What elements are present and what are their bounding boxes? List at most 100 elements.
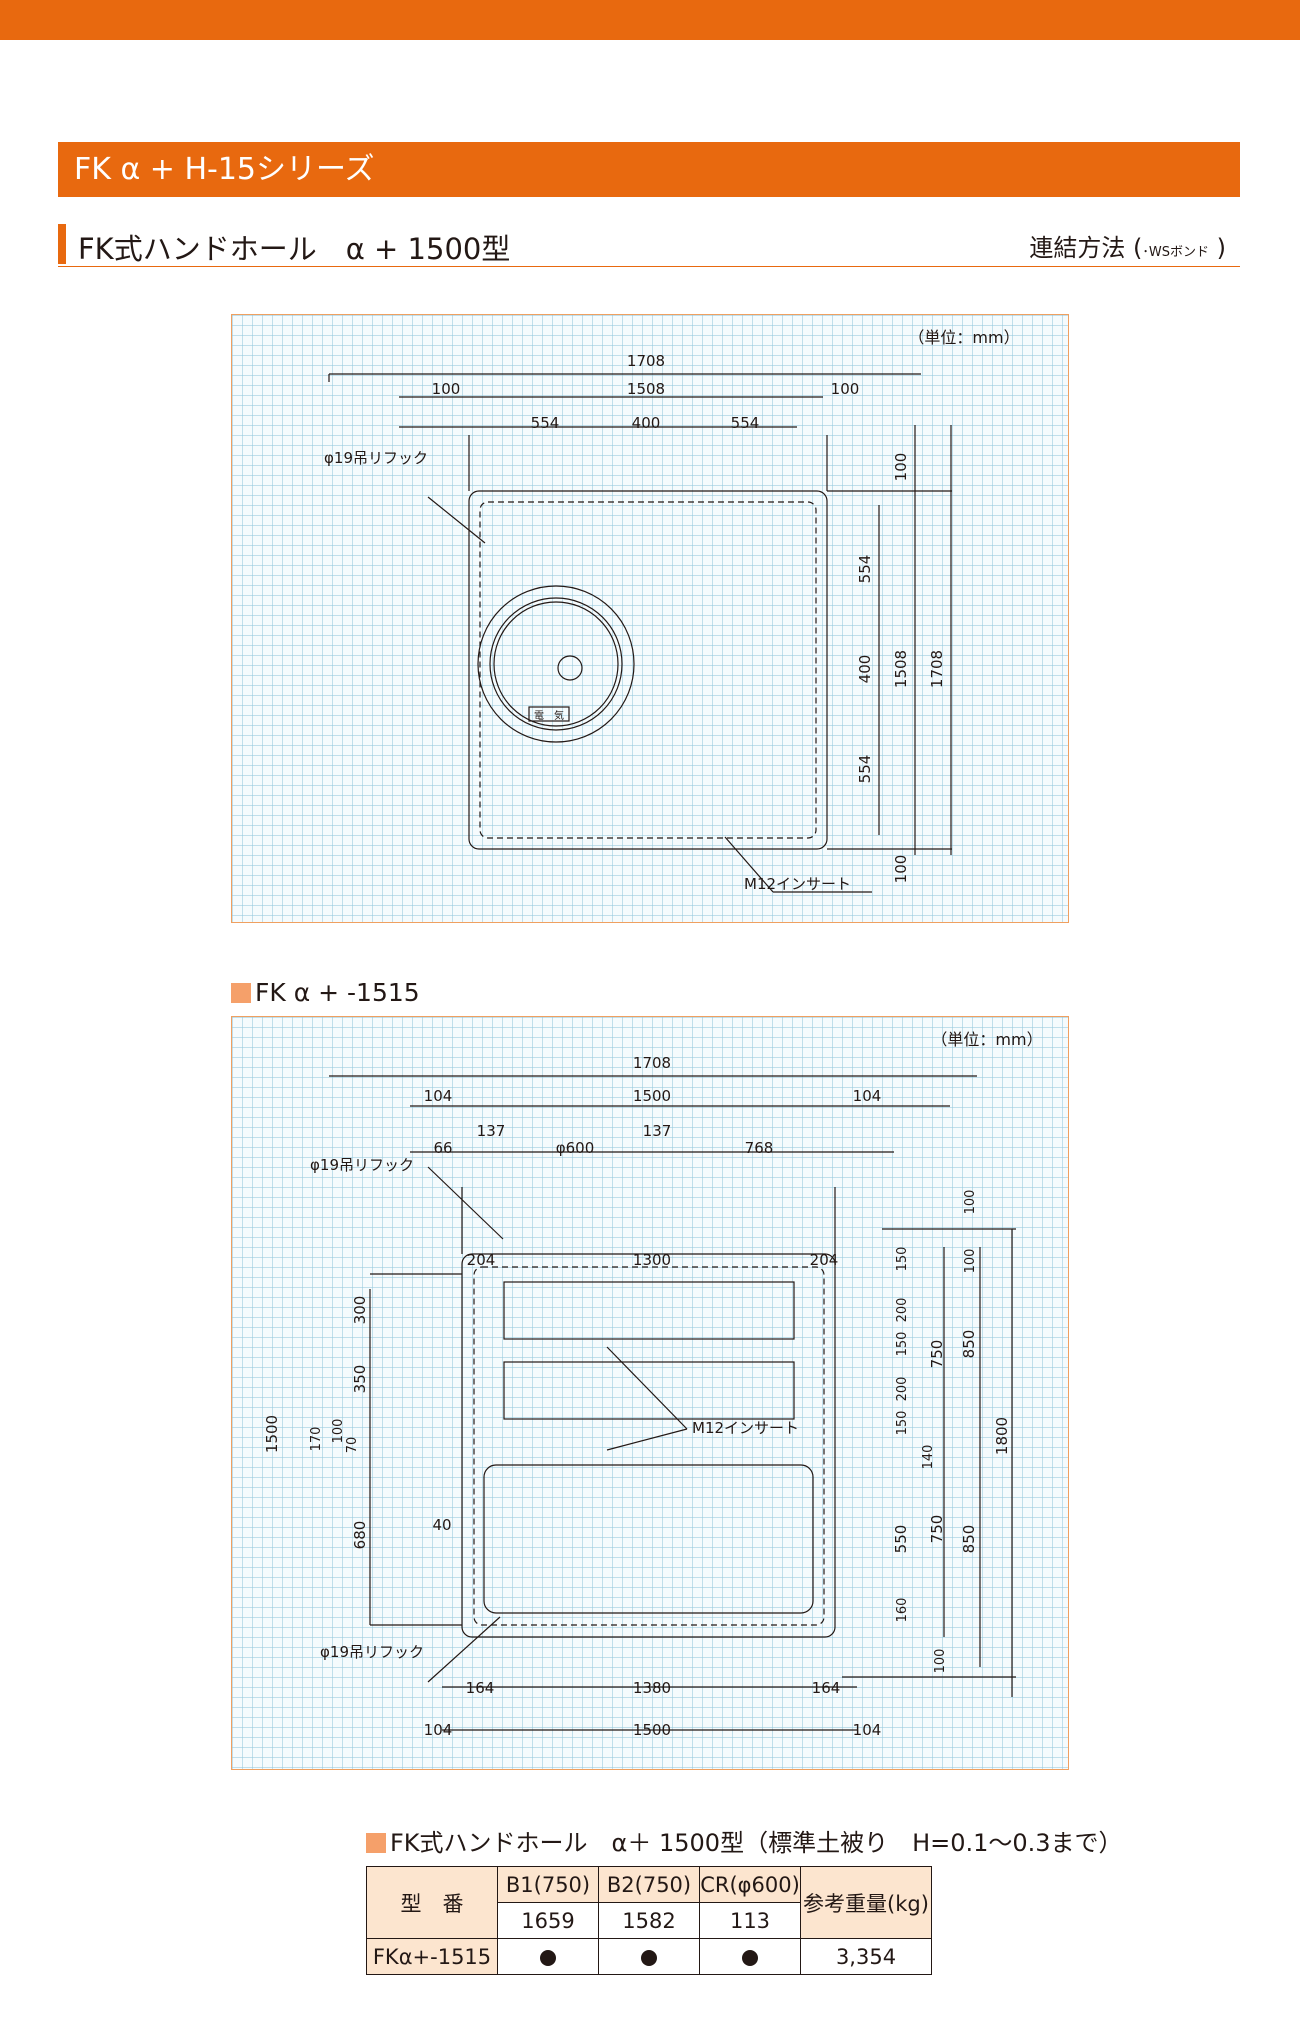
unit-label: （単位：mm） bbox=[931, 1030, 1042, 1049]
dim-label: 164 bbox=[812, 1679, 841, 1697]
insert-label: M12インサート bbox=[692, 1419, 799, 1437]
hook-label: φ19吊リフック bbox=[324, 449, 428, 467]
dim-label: 850 bbox=[960, 1525, 978, 1554]
dim-label: 40 bbox=[432, 1516, 451, 1534]
dim-label: 1800 bbox=[993, 1417, 1011, 1455]
dim-label: 750 bbox=[928, 1515, 946, 1544]
insert-label: M12インサート bbox=[744, 875, 851, 893]
dim-label: 200 bbox=[895, 1298, 910, 1323]
dim-label: 66 bbox=[433, 1139, 452, 1157]
dim-label: 1508 bbox=[627, 380, 665, 398]
dim-label: 550 bbox=[892, 1525, 910, 1554]
dim-label: 104 bbox=[424, 1721, 453, 1739]
dim-label: 1708 bbox=[928, 650, 946, 688]
mark-b2 bbox=[598, 1938, 700, 1975]
dim-label: 680 bbox=[351, 1521, 369, 1550]
col-b2: B2(750) bbox=[598, 1866, 700, 1903]
dim-label: 100 bbox=[331, 1419, 346, 1444]
dim-label: 1708 bbox=[633, 1054, 671, 1072]
series-title: FK α + H-15シリーズ bbox=[74, 152, 375, 187]
dim-label: 1708 bbox=[627, 352, 665, 370]
dim-label: 100 bbox=[963, 1249, 978, 1274]
dim-label: 150 bbox=[895, 1247, 910, 1272]
dim-label: 1508 bbox=[892, 650, 910, 688]
dim-label: 850 bbox=[960, 1330, 978, 1359]
label-square bbox=[231, 983, 251, 1003]
plan-drawing-panel: （単位：mm） 1708 100 1508 100 554 400 554 10… bbox=[231, 314, 1069, 923]
dim-label: 1500 bbox=[633, 1721, 671, 1739]
dim-label: 104 bbox=[853, 1721, 882, 1739]
dim-label: 100 bbox=[933, 1649, 948, 1674]
dim-label: 104 bbox=[424, 1087, 453, 1105]
dim-label: 100 bbox=[831, 380, 860, 398]
filled-dot-icon bbox=[742, 1949, 758, 1966]
connection-method: 連結方法 (･WSボンド ) bbox=[1029, 234, 1226, 262]
dim-label: 70 bbox=[345, 1437, 360, 1454]
top-accent-bar bbox=[0, 0, 1300, 40]
filled-dot-icon bbox=[540, 1949, 556, 1966]
dim-label: 200 bbox=[895, 1377, 910, 1402]
hook-label-bottom: φ19吊リフック bbox=[320, 1643, 424, 1661]
series-title-bar: FK α + H-15シリーズ bbox=[58, 142, 1240, 197]
dim-label: 350 bbox=[351, 1365, 369, 1394]
qty-b2: 1582 bbox=[598, 1902, 700, 1939]
dim-label: 1380 bbox=[633, 1679, 671, 1697]
spec-table: 型 番 B1(750) B2(750) CR(φ600) 参考重量(kg) 16… bbox=[366, 1866, 932, 1975]
dim-label: 137 bbox=[643, 1122, 672, 1140]
section-heading: FK式ハンドホール α + 1500型 連結方法 (･WSボンド ) bbox=[58, 222, 1240, 267]
mark-b1 bbox=[497, 1938, 599, 1975]
col-cr: CR(φ600) bbox=[699, 1866, 801, 1903]
plan-drawing: （単位：mm） 1708 100 1508 100 554 400 554 10… bbox=[324, 328, 1020, 893]
cover-text: 電 気 bbox=[534, 709, 564, 722]
dim-label: 204 bbox=[810, 1251, 839, 1269]
heading-marker bbox=[58, 224, 66, 264]
qty-b1: 1659 bbox=[497, 1902, 599, 1939]
table-caption: FK式ハンドホール α＋ 1500型（標準土被り H=0.1〜0.3まで） bbox=[366, 1823, 1123, 1858]
dim-label: 140 bbox=[921, 1445, 936, 1470]
dim-label: 137 bbox=[477, 1122, 506, 1140]
dim-label: φ600 bbox=[556, 1139, 595, 1157]
row-model: FKα+-1515 bbox=[366, 1938, 498, 1975]
dim-label: 768 bbox=[745, 1139, 774, 1157]
dim-label: 1300 bbox=[633, 1251, 671, 1269]
col-model: 型 番 bbox=[366, 1866, 498, 1939]
dim-label: 100 bbox=[432, 380, 461, 398]
dim-label: 554 bbox=[856, 755, 874, 784]
figure2-label: FK α + -1515 bbox=[231, 978, 420, 1007]
dim-label: 170 bbox=[309, 1427, 324, 1452]
dim-label: 554 bbox=[856, 555, 874, 584]
section-drawing: （単位：mm） 1708 104 1500 104 66 137 φ600 13… bbox=[263, 1030, 1043, 1739]
mark-cr bbox=[699, 1938, 801, 1975]
dim-label: 150 bbox=[895, 1411, 910, 1436]
dim-label: 204 bbox=[467, 1251, 496, 1269]
filled-dot-icon bbox=[641, 1949, 657, 1966]
connection-label: 連結方法 bbox=[1029, 234, 1126, 262]
hook-label-top: φ19吊リフック bbox=[310, 1156, 414, 1174]
dim-label: 554 bbox=[731, 414, 760, 432]
connection-value: ･WSボンド bbox=[1142, 245, 1209, 260]
figure2-label-text: FK α + -1515 bbox=[255, 978, 420, 1007]
col-b1: B1(750) bbox=[497, 1866, 599, 1903]
qty-cr: 113 bbox=[699, 1902, 801, 1939]
dim-label: 104 bbox=[853, 1087, 882, 1105]
dim-label: 150 bbox=[895, 1332, 910, 1357]
label-square bbox=[366, 1833, 386, 1853]
dim-label: 300 bbox=[351, 1296, 369, 1325]
dim-label: 100 bbox=[963, 1190, 978, 1215]
dim-label: 100 bbox=[892, 453, 910, 482]
dim-label: 400 bbox=[856, 655, 874, 684]
dim-label: 554 bbox=[531, 414, 560, 432]
unit-label: （単位：mm） bbox=[908, 328, 1019, 347]
dim-label: 1500 bbox=[633, 1087, 671, 1105]
dim-label: 1500 bbox=[263, 1415, 281, 1453]
row-weight: 3,354 bbox=[800, 1938, 932, 1975]
dim-label: 400 bbox=[632, 414, 661, 432]
dim-label: 100 bbox=[892, 855, 910, 884]
dim-label: 164 bbox=[466, 1679, 495, 1697]
section-drawing-panel: （単位：mm） 1708 104 1500 104 66 137 φ600 13… bbox=[231, 1016, 1069, 1770]
table-caption-text: FK式ハンドホール α＋ 1500型（標準土被り H=0.1〜0.3まで） bbox=[390, 1829, 1123, 1857]
col-weight: 参考重量(kg) bbox=[800, 1866, 932, 1939]
dim-label: 750 bbox=[928, 1340, 946, 1369]
section-title: FK式ハンドホール α + 1500型 bbox=[78, 232, 511, 266]
dim-label: 160 bbox=[895, 1598, 910, 1623]
